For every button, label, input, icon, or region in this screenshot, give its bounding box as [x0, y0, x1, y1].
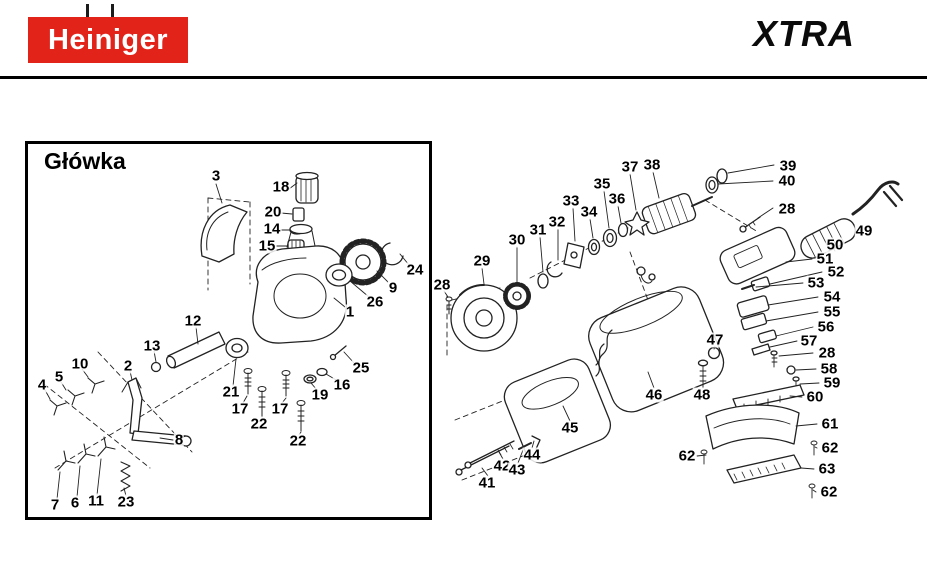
- parts-52-59-switch-parts: [736, 276, 800, 394]
- part-label-33: 33: [561, 192, 581, 210]
- part-label-53: 53: [806, 274, 826, 292]
- part-60-contact-plate: [732, 384, 805, 411]
- part-label-59: 59: [822, 374, 842, 392]
- logo-accent-tick: [111, 4, 114, 18]
- part-label-50: 50: [825, 236, 845, 254]
- head-assembly-box: Główka: [25, 141, 432, 520]
- part-label-42: 42: [492, 457, 512, 475]
- part-label-40: 40: [777, 172, 797, 190]
- part-label-56: 56: [816, 318, 836, 336]
- part-label-31: 31: [528, 221, 548, 239]
- part-61-bottom-cover: [705, 404, 800, 450]
- part-label-28: 28: [777, 200, 797, 218]
- construction-lines: [446, 199, 759, 481]
- part-30-gear: [503, 282, 531, 310]
- part-49-cable: [851, 180, 904, 216]
- parts-41-44-screws: [455, 435, 541, 476]
- part-label-48: 48: [692, 386, 712, 404]
- part-45-lower-shell: [503, 358, 612, 464]
- part-label-28: 28: [817, 344, 837, 362]
- heiniger-logo: Heiniger: [28, 17, 188, 63]
- header-divider: [0, 76, 927, 79]
- part-label-63: 63: [817, 460, 837, 478]
- part-label-58: 58: [819, 360, 839, 378]
- parts-31-36-washers: [537, 222, 629, 289]
- parts-37-38-armature: [624, 192, 713, 236]
- part-label-60: 60: [805, 388, 825, 406]
- part-51-top-cover: [719, 226, 796, 285]
- body-leader-lines: [443, 164, 836, 493]
- model-name: XTRA: [753, 13, 855, 54]
- part-label-30: 30: [507, 231, 527, 249]
- part-label-46: 46: [644, 386, 664, 404]
- part-label-39: 39: [778, 157, 798, 175]
- part-label-36: 36: [607, 190, 627, 208]
- part-label-37: 37: [620, 158, 640, 176]
- part-label-28: 28: [432, 276, 452, 294]
- part-46-motor-housing: [588, 266, 725, 413]
- part-label-34: 34: [579, 203, 599, 221]
- part-28-screw-top: [739, 216, 761, 233]
- part-28-screw-left: [445, 296, 453, 315]
- part-label-61: 61: [820, 415, 840, 433]
- part-label-43: 43: [507, 461, 527, 479]
- parts-39-40-rings: [705, 168, 728, 194]
- head-box-title: Główka: [44, 148, 126, 174]
- body-diagram-art: [443, 164, 904, 499]
- part-50-rear-bumper: [800, 218, 857, 259]
- part-label-41: 41: [477, 474, 497, 492]
- part-29-bell-housing: [450, 283, 518, 352]
- part-label-54: 54: [822, 288, 842, 306]
- part-label-45: 45: [560, 419, 580, 437]
- part-label-29: 29: [472, 252, 492, 270]
- part-label-62: 62: [819, 483, 839, 501]
- part-label-35: 35: [592, 175, 612, 193]
- part-label-49: 49: [854, 222, 874, 240]
- brand-name: Heiniger: [47, 23, 169, 56]
- part-label-32: 32: [547, 213, 567, 231]
- part-label-62: 62: [677, 447, 697, 465]
- part-label-47: 47: [705, 331, 725, 349]
- part-label-51: 51: [815, 250, 835, 268]
- part-47-ball: [707, 346, 721, 360]
- logo-accent-tick: [86, 4, 89, 18]
- part-label-52: 52: [826, 263, 846, 281]
- parts-62-screws: [700, 440, 818, 499]
- part-label-62: 62: [820, 439, 840, 457]
- part-label-44: 44: [522, 446, 542, 464]
- part-label-55: 55: [822, 303, 842, 321]
- part-48-screw: [697, 359, 709, 389]
- part-label-57: 57: [799, 332, 819, 350]
- part-63-comb-plate: [726, 454, 802, 484]
- part-label-38: 38: [642, 156, 662, 174]
